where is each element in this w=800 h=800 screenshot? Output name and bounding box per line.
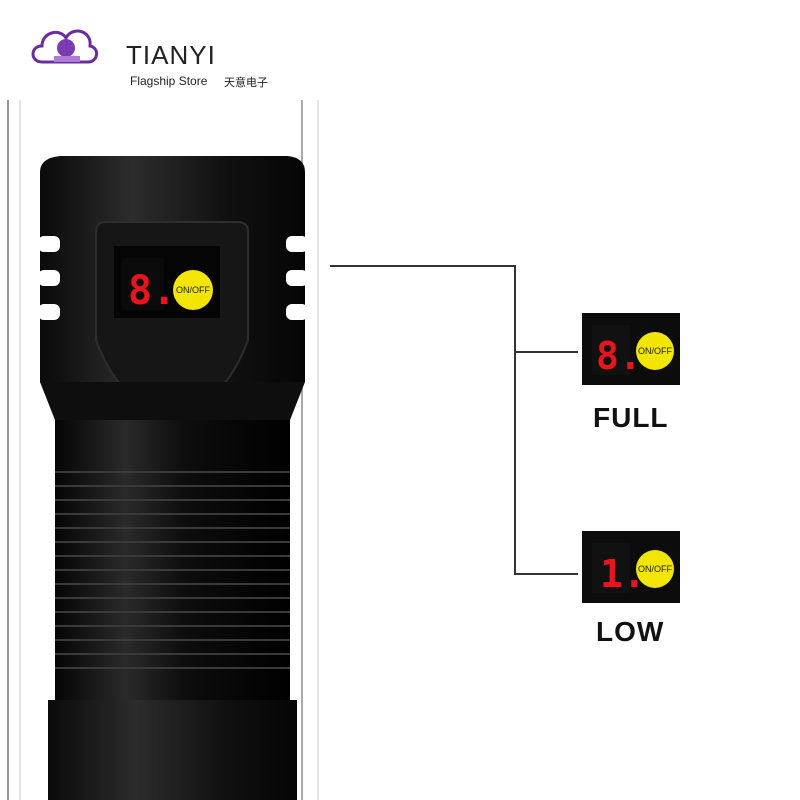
cloud-logo-icon	[31, 29, 98, 64]
indicator-full-display: 8. ON/OFF	[592, 325, 674, 378]
indicator-low-panel: 1. ON/OFF	[582, 531, 680, 603]
store-logo: TIANYI Flagship Store 天意电子	[28, 18, 268, 89]
indicator-full-label: FULL	[593, 402, 669, 433]
device-button-label: ON/OFF	[176, 285, 210, 295]
indicator-low-button	[636, 550, 674, 588]
brand-subtitle: Flagship Store	[130, 74, 208, 88]
indicator-full-button	[636, 332, 674, 370]
indicator-full-button-label: ON/OFF	[638, 346, 672, 356]
device-control-panel: 8. ON/OFF	[114, 246, 220, 318]
brand-chinese-name: 天意电子	[224, 77, 268, 89]
device-power-button	[173, 270, 213, 310]
device-led-digit: 8.	[128, 268, 176, 314]
brand-name: TIANYI	[126, 40, 216, 70]
connector-lines	[330, 265, 578, 575]
indicator-low-button-label: ON/OFF	[638, 564, 672, 574]
indicator-full-panel: 8. ON/OFF	[582, 313, 680, 385]
indicator-low-label: LOW	[596, 616, 665, 647]
indicator-full-digit: 8.	[596, 334, 642, 378]
indicator-low-display: 1. ON/OFF	[592, 543, 674, 596]
